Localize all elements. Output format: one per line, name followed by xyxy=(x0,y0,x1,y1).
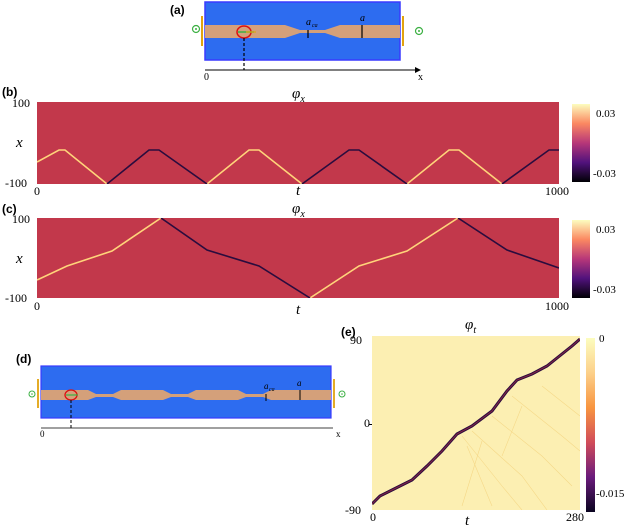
b-xlabel: t xyxy=(296,183,301,199)
bright-trace xyxy=(37,218,162,281)
left-field-icon xyxy=(191,24,201,34)
right-field-icon xyxy=(338,390,346,398)
e-y-mid: 0 xyxy=(364,416,370,430)
channel-shape xyxy=(205,25,400,38)
e-y-bottom: -90 xyxy=(345,503,361,517)
panel-b-heatmap xyxy=(37,102,559,184)
axis-origin-label: 0 xyxy=(204,72,209,82)
axis-x-label: x xyxy=(418,72,423,82)
panel-d-schematic: a ca a 0 x xyxy=(28,365,346,439)
b-colorbar xyxy=(572,104,590,182)
c-cb-top: 0.03 xyxy=(596,224,616,236)
panel-b-title: φx xyxy=(292,86,305,105)
panel-e-title: φt xyxy=(465,317,477,336)
b-cb-bottom: -0.03 xyxy=(593,168,616,180)
panel-a-label: (a) xyxy=(170,3,185,17)
b-x-left: 0 xyxy=(34,184,40,198)
panel-c-heatmap xyxy=(37,218,559,298)
c-ylabel: x xyxy=(16,251,23,267)
c-y-bottom: -100 xyxy=(5,291,27,305)
bright-trace xyxy=(37,149,108,184)
b-y-bottom: -100 xyxy=(5,176,27,190)
b-x-right: 1000 xyxy=(545,184,569,198)
dark-trace xyxy=(160,218,311,298)
e-y-mid-tick xyxy=(369,424,372,425)
channel-shape xyxy=(41,390,331,400)
e-x-right: 280 xyxy=(566,510,584,524)
e-cb-bottom: -0.015 xyxy=(596,488,625,500)
e-colorbar xyxy=(586,338,595,512)
e-x-left: 0 xyxy=(370,510,376,524)
svg-text:ca: ca xyxy=(312,23,318,29)
c-x-right: 1000 xyxy=(545,299,569,313)
dark-trace xyxy=(106,149,208,184)
b-cb-top: 0.03 xyxy=(596,108,616,120)
panel-e-heatmap xyxy=(372,336,580,510)
narrow-width-label: a xyxy=(264,381,269,391)
panel-e-label: (e) xyxy=(341,325,356,339)
c-colorbar xyxy=(572,220,590,298)
svg-text:ca: ca xyxy=(269,387,275,393)
axis-origin-label: 0 xyxy=(40,429,45,439)
narrow-width-label: a xyxy=(306,17,311,28)
b-y-top: 100 xyxy=(12,96,30,110)
panel-c-title: φx xyxy=(292,201,305,220)
panel-d-label: (d) xyxy=(16,352,32,366)
wide-width-label: a xyxy=(360,13,365,24)
e-xlabel: t xyxy=(465,513,470,529)
left-field-icon xyxy=(28,390,36,398)
axis-x-label: x xyxy=(336,429,341,439)
e-cb-top: 0 xyxy=(599,333,605,345)
c-xlabel: t xyxy=(296,302,301,318)
b-ylabel: x xyxy=(16,135,23,151)
c-y-top: 100 xyxy=(12,212,30,226)
right-field-icon xyxy=(414,26,424,36)
e-y-top: 90 xyxy=(350,333,362,347)
c-cb-bottom: -0.03 xyxy=(593,284,616,296)
panel-c-label: (c) xyxy=(2,202,17,216)
panel-b-label: (b) xyxy=(2,85,18,99)
panel-a-schematic: a ca a 0 x xyxy=(191,1,424,82)
wide-width-label: a xyxy=(297,378,302,388)
c-x-left: 0 xyxy=(34,299,40,313)
